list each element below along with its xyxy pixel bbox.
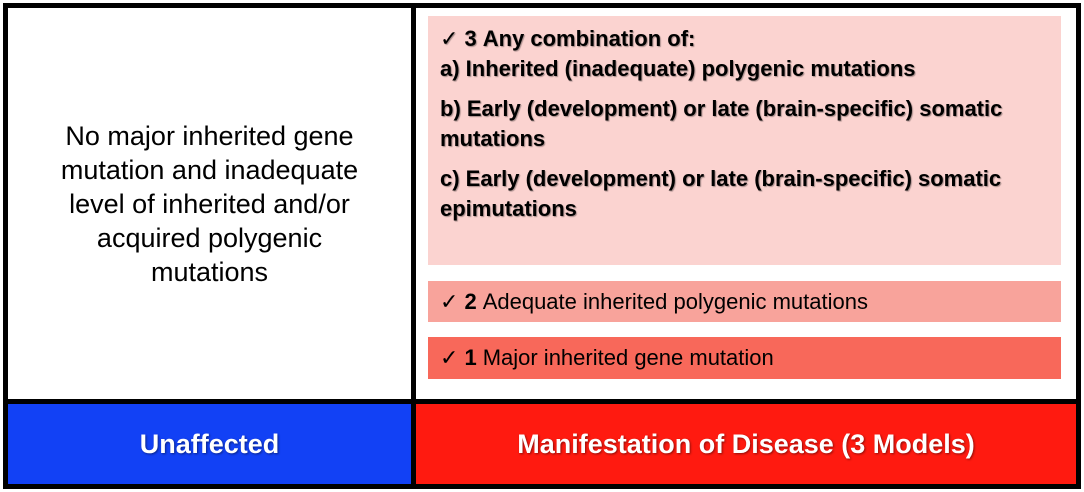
disease-label: Manifestation of Disease (3 Models) [517, 428, 975, 459]
model-3-number: 3 [464, 26, 477, 51]
model-2-number: 2 [464, 288, 477, 314]
unaffected-description-cell: No major inherited gene mutation and ina… [8, 8, 411, 399]
model-3-title: Any combination of: [482, 26, 696, 51]
model-3-item-a: a) Inherited (inadequate) polygenic muta… [440, 56, 916, 81]
disease-footer: Manifestation of Disease (3 Models) [416, 404, 1076, 484]
diagram-frame: No major inherited gene mutation and ina… [3, 3, 1081, 489]
model-3-item-c: c) Early (development) or late (brain-sp… [440, 166, 1002, 221]
unaffected-description: No major inherited gene mutation and ina… [60, 120, 359, 287]
checkmark-icon: ✓ [440, 26, 459, 51]
unaffected-label: Unaffected [139, 428, 280, 459]
model-1-number: 1 [464, 345, 477, 370]
model-2-title: Adequate inherited polygenic mutations [482, 288, 868, 314]
model-1-title: Major inherited gene mutation [482, 345, 774, 370]
model-3-item-b: b) Early (development) or late (brain-sp… [440, 96, 1003, 151]
checkmark-icon: ✓ [440, 345, 459, 370]
checkmark-icon: ✓ [440, 288, 459, 314]
unaffected-footer: Unaffected [8, 404, 411, 484]
